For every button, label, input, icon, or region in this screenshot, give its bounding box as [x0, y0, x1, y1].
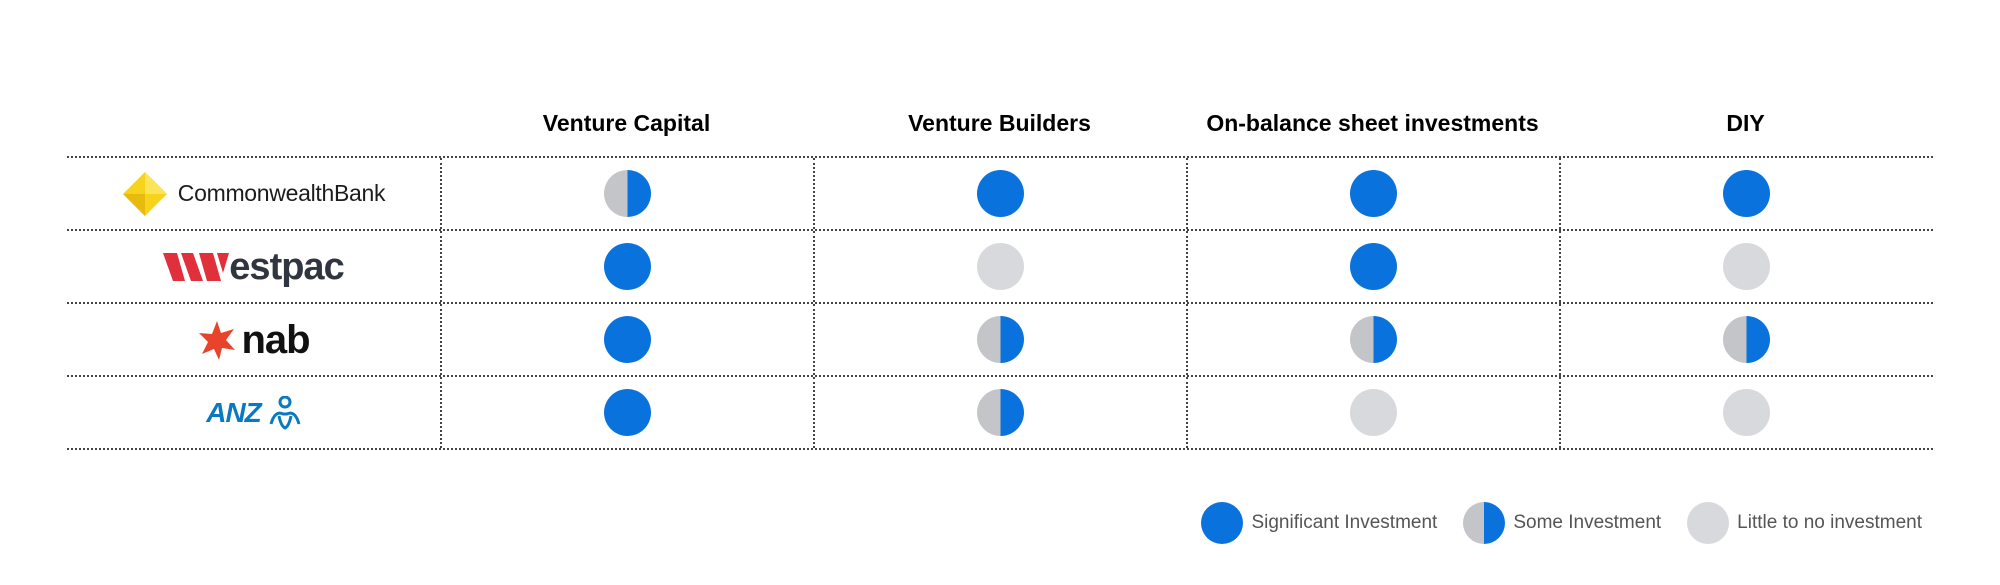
rating-dot-significant	[1350, 243, 1397, 290]
rating-cell	[440, 158, 813, 229]
rating-dot-significant	[1723, 170, 1770, 217]
rating-cell	[1559, 377, 1932, 448]
rating-dot-significant	[604, 389, 651, 436]
column-header-venture-capital: Venture Capital	[542, 109, 711, 136]
bank-logo-cell: ANZ	[67, 377, 440, 448]
rating-dot-some	[604, 170, 651, 217]
matrix-grid: CommonwealthBank estpac	[67, 156, 1933, 450]
column-header-row: Venture Capital Venture Builders On-bala…	[67, 90, 1933, 156]
nab-wordmark: nab	[241, 317, 310, 362]
table-row-commonwealth-bank: CommonwealthBank	[67, 158, 1933, 231]
rating-dot-significant	[604, 243, 651, 290]
legend-label-some: Some Investment	[1513, 512, 1662, 533]
nab-star-icon	[199, 320, 236, 360]
investment-matrix: Venture Capital Venture Builders On-bala…	[67, 90, 1933, 450]
anz-people-icon	[269, 395, 301, 430]
commonwealth-bank-wordmark: CommonwealthBank	[177, 180, 386, 206]
anz-wordmark: ANZ	[206, 396, 262, 428]
rating-dot-some	[977, 316, 1024, 363]
rating-cell	[1559, 231, 1932, 302]
rating-cell	[1186, 231, 1559, 302]
legend-label-little: Little to no investment	[1737, 512, 1922, 533]
bank-logo-cell: CommonwealthBank	[67, 158, 440, 229]
legend-empty-circle-icon	[1687, 502, 1730, 544]
rating-dot-little	[1723, 243, 1770, 290]
table-row-nab: nab	[67, 304, 1933, 377]
legend-item-little: Little to no investment	[1687, 502, 1922, 544]
rating-dot-some	[1723, 316, 1770, 363]
rating-dot-little	[1723, 389, 1770, 436]
rating-cell	[440, 304, 813, 375]
rating-cell	[1559, 158, 1932, 229]
legend-item-some: Some Investment	[1463, 502, 1661, 544]
rating-dot-little	[1350, 389, 1397, 436]
rating-cell	[1186, 158, 1559, 229]
bank-logo-cell: estpac	[67, 231, 440, 302]
rating-dot-significant	[977, 170, 1024, 217]
westpac-wordmark: estpac	[229, 245, 344, 288]
rating-cell	[1559, 304, 1932, 375]
column-header-venture-builders: Venture Builders	[908, 109, 1091, 136]
table-row-westpac: estpac	[67, 231, 1933, 304]
table-row-anz: ANZ	[67, 377, 1933, 450]
bank-logo-cell: nab	[67, 304, 440, 375]
anz-logo: ANZ	[206, 395, 301, 430]
rating-cell	[813, 158, 1186, 229]
column-header-on-balance-sheet: On-balance sheet investments	[1206, 109, 1539, 136]
rating-dot-some	[1350, 316, 1397, 363]
nab-logo: nab	[197, 317, 311, 362]
commonwealth-bank-logo: CommonwealthBank	[122, 171, 386, 217]
cba-diamond-icon	[122, 171, 167, 216]
rating-cell	[813, 304, 1186, 375]
rating-cell	[813, 231, 1186, 302]
westpac-w-icon	[163, 252, 230, 281]
rating-cell	[813, 377, 1186, 448]
rating-cell	[1186, 304, 1559, 375]
legend: Significant Investment Some Investment L…	[1175, 502, 1922, 544]
legend-item-significant: Significant Investment	[1201, 502, 1437, 544]
rating-cell	[1186, 377, 1559, 448]
rating-dot-little	[977, 243, 1024, 290]
column-header-diy: DIY	[1726, 109, 1765, 136]
legend-full-circle-icon	[1201, 502, 1244, 544]
rating-dot-significant	[604, 316, 651, 363]
rating-cell	[440, 231, 813, 302]
westpac-logo: estpac	[163, 245, 345, 288]
rating-dot-some	[977, 389, 1024, 436]
rating-dot-significant	[1350, 170, 1397, 217]
legend-half-circle-icon	[1463, 502, 1506, 544]
legend-label-significant: Significant Investment	[1251, 512, 1438, 533]
rating-cell	[440, 377, 813, 448]
